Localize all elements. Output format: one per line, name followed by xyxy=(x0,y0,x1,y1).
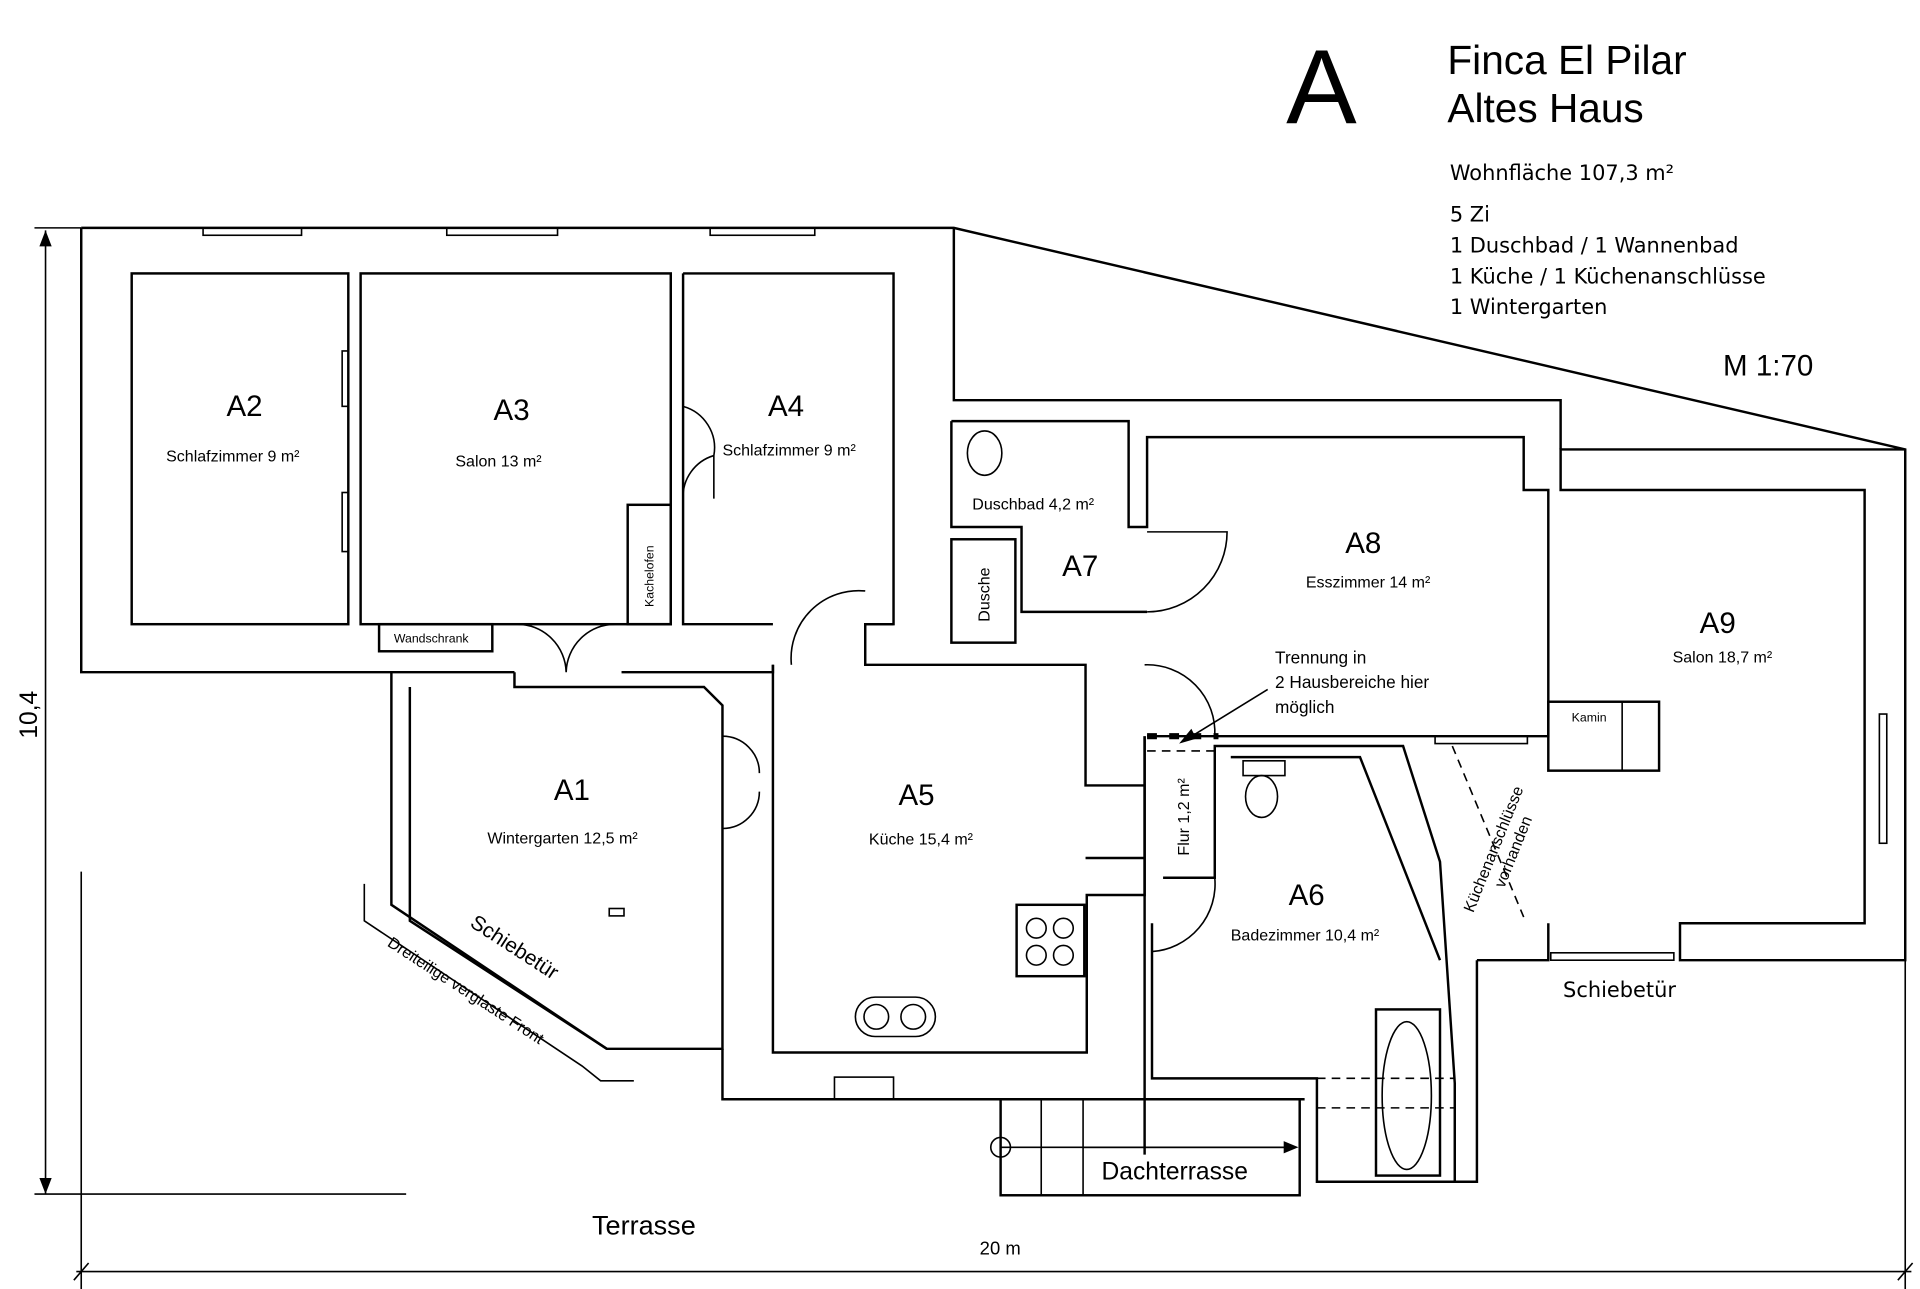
room-name: Salon 13 m² xyxy=(455,454,542,471)
flur-label: Flur 1,2 m² xyxy=(1176,778,1193,856)
title-line1: Finca El Pilar xyxy=(1447,37,1686,83)
toilet-icon xyxy=(1244,774,1279,819)
room-name: Salon 18,7 m² xyxy=(1673,649,1773,666)
doors xyxy=(516,405,1228,953)
room-code: A5 xyxy=(898,779,934,812)
room-name: Wintergarten 12,5 m² xyxy=(487,830,638,847)
width-dimension: 20 m xyxy=(980,1237,1021,1258)
room-name: Schlafzimmer 9 m² xyxy=(166,449,300,466)
dachterrasse-label: Dachterrasse xyxy=(1102,1158,1248,1185)
dimension-lines: 10,4 20 m xyxy=(16,227,1914,1289)
room-code: A4 xyxy=(768,390,804,423)
kachelofen-label: Kachelofen xyxy=(643,545,657,607)
room-code: A8 xyxy=(1345,527,1381,560)
scale-label: M 1:70 xyxy=(1723,350,1813,383)
trennung-arrow xyxy=(1187,688,1269,740)
fixtures xyxy=(608,430,1525,1171)
title-line2: Altes Haus xyxy=(1447,85,1643,131)
terrasse-label: Terrasse xyxy=(592,1210,696,1241)
schiebetuer-a9-label: Schiebetür xyxy=(1563,978,1676,1002)
room-code: A3 xyxy=(494,394,530,427)
room-name: Esszimmer 14 m² xyxy=(1306,574,1431,591)
room-name: Küche 15,4 m² xyxy=(869,832,974,849)
feature-line: 1 Wintergarten xyxy=(1450,295,1608,319)
toilet-icon xyxy=(966,430,1003,477)
room-name: Schlafzimmer 9 m² xyxy=(722,443,856,460)
trennung-label: Trennung in xyxy=(1275,648,1366,668)
room-labels: A1 Wintergarten 12,5 m² A2 Schlafzimmer … xyxy=(166,390,1773,1240)
stove-icon xyxy=(1025,917,1047,939)
walls xyxy=(80,226,1907,1197)
room-name: Badezimmer 10,4 m² xyxy=(1231,928,1380,945)
windows xyxy=(202,227,1888,1101)
trennung-label: möglich xyxy=(1275,697,1334,717)
trennung-label: 2 Hausbereiche hier xyxy=(1275,672,1429,692)
room-code: A6 xyxy=(1289,879,1325,912)
sink-icon xyxy=(854,996,937,1038)
kamin-label: Kamin xyxy=(1572,710,1607,724)
feature-line: 1 Küche / 1 Küchenanschlüsse xyxy=(1450,264,1766,288)
dusche-label: Dusche xyxy=(977,567,994,621)
room-code: A9 xyxy=(1700,607,1736,640)
room-code: A2 xyxy=(226,390,262,423)
schiebetuer-a1-label: Schiebetür xyxy=(466,911,562,985)
bathtub-icon xyxy=(1381,1020,1433,1171)
room-code: A7 xyxy=(1062,550,1098,583)
feature-line: 5 Zi xyxy=(1450,203,1490,227)
room-code: A1 xyxy=(554,774,590,807)
room-name: Duschbad 4,2 m² xyxy=(972,497,1095,514)
wandschrank-label: Wandschrank xyxy=(394,632,470,646)
plan-letter: A xyxy=(1286,28,1357,146)
feature-line: 1 Duschbad / 1 Wannenbad xyxy=(1450,234,1739,258)
living-area: Wohnfläche 107,3 m² xyxy=(1450,161,1674,185)
height-dimension: 10,4 xyxy=(16,691,43,739)
